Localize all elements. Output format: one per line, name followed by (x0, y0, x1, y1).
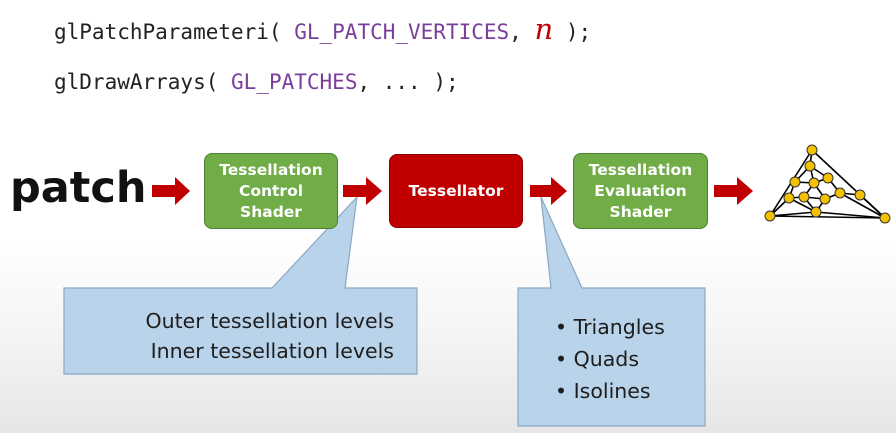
tessellation-control-shader-box: Tessellation Control Shader (204, 153, 338, 229)
code-constant: GL_PATCHES (231, 70, 358, 94)
code-function-name: glDrawArrays( (54, 70, 219, 94)
primitive-types-list: Triangles Quads Isolines (555, 311, 665, 407)
tessellation-evaluation-shader-box: Tessellation Evaluation Shader (573, 153, 708, 229)
mesh-vertices (764, 144, 891, 224)
primitive-triangles: Triangles (555, 311, 665, 343)
code-terminator: ); (565, 20, 592, 44)
code-variable-n: n (534, 12, 554, 46)
tessellation-levels-text: Outer tessellation levels Inner tessella… (64, 306, 394, 366)
tessellated-triangle-mesh (769, 149, 886, 219)
code-constant: GL_PATCH_VERTICES (294, 20, 510, 44)
code-line-patch-parameter: glPatchParameteri( GL_PATCH_VERTICES, n … (54, 12, 591, 46)
primitive-isolines: Isolines (555, 375, 665, 407)
code-line-draw-arrays: glDrawArrays( GL_PATCHES, ... ); (54, 70, 459, 94)
stage-label-line: Shader (240, 202, 302, 221)
arrow-patch-to-control (152, 177, 190, 205)
code-separator: , (509, 20, 522, 44)
outer-levels-label: Outer tessellation levels (145, 309, 394, 333)
stage-label-line: Control (238, 181, 304, 200)
arrow-evaluation-to-mesh (714, 177, 753, 205)
patch-input-label: patch (10, 163, 147, 213)
callout-bubble-levels (63, 195, 418, 375)
stage-label-line: Evaluation (594, 181, 687, 200)
primitive-quads: Quads (555, 343, 665, 375)
arrow-tessellator-to-evaluation (530, 177, 567, 205)
inner-levels-label: Inner tessellation levels (150, 339, 394, 363)
code-arguments-rest: , ... ); (357, 70, 459, 94)
code-function-name: glPatchParameteri( (54, 20, 282, 44)
arrow-control-to-tessellator (343, 177, 382, 205)
tessellator-box: Tessellator (389, 154, 523, 228)
stage-label-line: Tessellator (408, 181, 504, 200)
stage-label-line: Tessellation (219, 160, 323, 179)
stage-label-line: Shader (609, 202, 672, 221)
stage-label-line: Tessellation (588, 160, 693, 179)
